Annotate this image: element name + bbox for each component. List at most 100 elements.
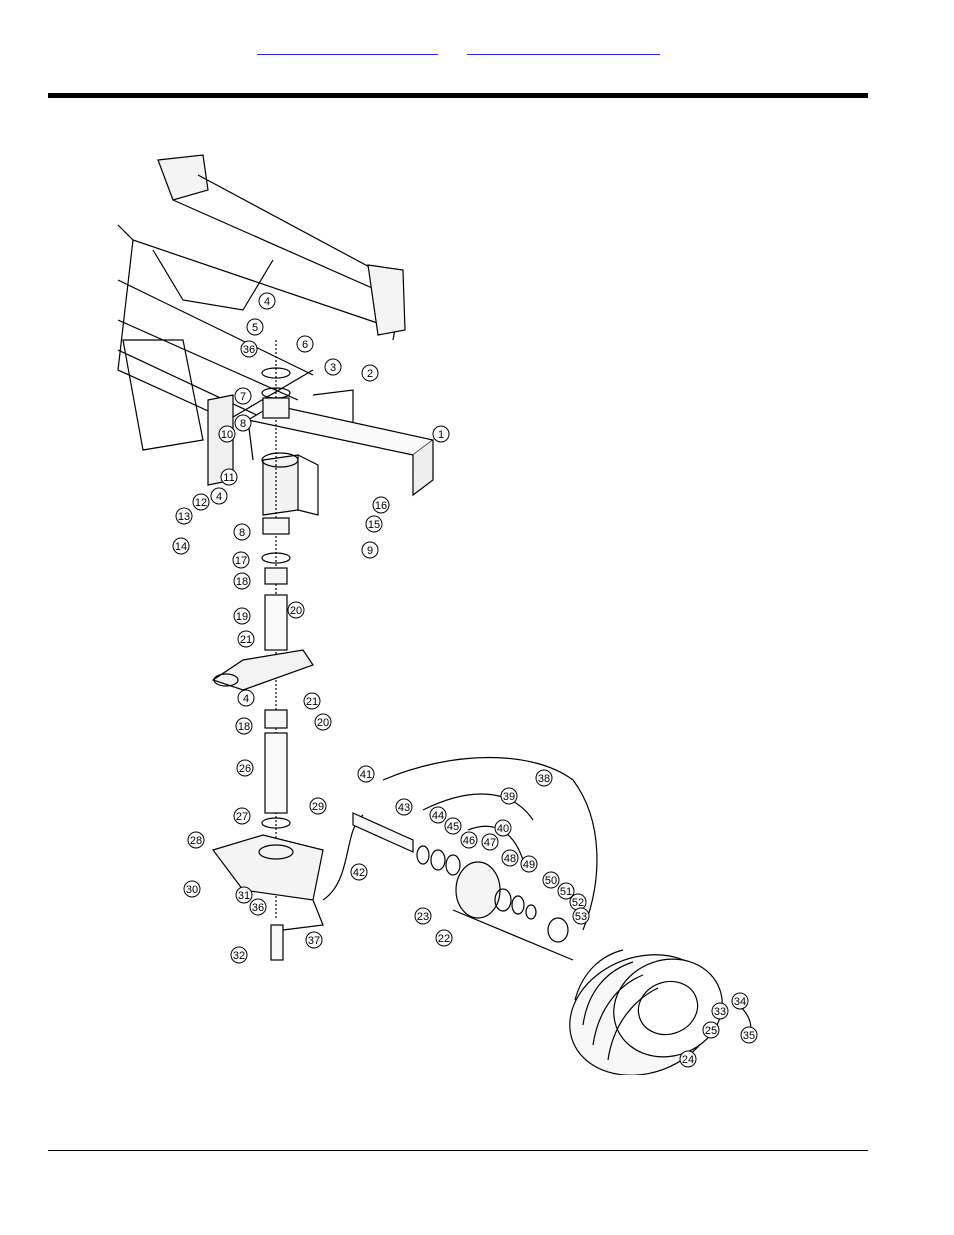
callout-18-top: 18 bbox=[233, 572, 251, 590]
callout-label: 4 bbox=[264, 296, 270, 308]
header-rule bbox=[48, 93, 868, 98]
callout-2: 2 bbox=[361, 364, 379, 382]
callout-label: 40 bbox=[497, 823, 509, 835]
callout-label: 53 bbox=[575, 911, 587, 923]
callout-label: 13 bbox=[178, 511, 190, 523]
callout-45: 45 bbox=[444, 817, 462, 835]
callout-47: 47 bbox=[481, 833, 499, 851]
callout-label: 51 bbox=[560, 886, 572, 898]
callout-27: 27 bbox=[233, 807, 251, 825]
callout-6: 6 bbox=[296, 335, 314, 353]
callout-44: 44 bbox=[429, 806, 447, 824]
callout-label: 30 bbox=[186, 884, 198, 896]
callout-label: 33 bbox=[714, 1006, 726, 1018]
callout-label: 18 bbox=[238, 721, 250, 733]
callout-label: 9 bbox=[367, 545, 373, 557]
callout-12: 12 bbox=[192, 493, 210, 511]
callout-36-low: 36 bbox=[249, 898, 267, 916]
callout-label: 17 bbox=[235, 555, 247, 567]
callout-33: 33 bbox=[711, 1002, 729, 1020]
callout-label: 8 bbox=[240, 418, 246, 430]
frame-assembly bbox=[117, 154, 435, 516]
callout-43: 43 bbox=[395, 798, 413, 816]
callout-30: 30 bbox=[183, 880, 201, 898]
callout-label: 48 bbox=[504, 853, 516, 865]
callout-46: 46 bbox=[460, 831, 478, 849]
callout-4-mid: 4 bbox=[210, 487, 228, 505]
callout-label: 5 bbox=[252, 322, 258, 334]
callout-5: 5 bbox=[246, 318, 264, 336]
callout-51: 51 bbox=[557, 882, 575, 900]
callout-label: 29 bbox=[312, 801, 324, 813]
callout-8-lower: 8 bbox=[233, 523, 251, 541]
callout-label: 36 bbox=[243, 344, 255, 356]
callout-label: 45 bbox=[447, 821, 459, 833]
callout-3: 3 bbox=[324, 358, 342, 376]
callout-label: 15 bbox=[368, 519, 380, 531]
spindle-stack bbox=[211, 340, 364, 961]
callout-38: 38 bbox=[535, 769, 553, 787]
parts-diagram: 1 2 3 4 5 6 36 7 8 10 11 4 12 13 14 8 16… bbox=[113, 140, 765, 1075]
callout-label: 50 bbox=[545, 875, 557, 887]
callout-label: 20 bbox=[317, 717, 329, 729]
callout-11: 11 bbox=[220, 468, 238, 486]
callout-42: 42 bbox=[350, 863, 368, 881]
callout-label: 28 bbox=[190, 835, 202, 847]
callout-label: 14 bbox=[175, 541, 187, 553]
hub-and-wheel bbox=[352, 757, 752, 1075]
callout-label: 39 bbox=[503, 791, 515, 803]
callout-34: 34 bbox=[731, 992, 749, 1010]
exploded-view-drawing: 1 2 3 4 5 6 36 7 8 10 11 4 12 13 14 8 16… bbox=[117, 154, 758, 1075]
callout-label: 27 bbox=[236, 811, 248, 823]
callout-32: 32 bbox=[230, 946, 248, 964]
callout-label: 36 bbox=[252, 902, 264, 914]
callout-label: 35 bbox=[743, 1030, 755, 1042]
callout-37: 37 bbox=[305, 931, 323, 949]
callout-8-top: 8 bbox=[234, 414, 252, 432]
callout-label: 24 bbox=[682, 1054, 694, 1066]
header-link-1[interactable] bbox=[257, 40, 438, 55]
callout-label: 46 bbox=[463, 835, 475, 847]
callout-label: 20 bbox=[290, 605, 302, 617]
callout-52: 52 bbox=[569, 893, 587, 911]
callout-36-top: 36 bbox=[240, 340, 258, 358]
callout-13: 13 bbox=[175, 507, 193, 525]
callout-1: 1 bbox=[432, 425, 450, 443]
callout-label: 25 bbox=[705, 1025, 717, 1037]
callout-17: 17 bbox=[232, 551, 250, 569]
callout-label: 3 bbox=[330, 362, 336, 374]
callout-label: 41 bbox=[360, 769, 372, 781]
callout-label: 32 bbox=[233, 950, 245, 962]
callout-31: 31 bbox=[235, 886, 253, 904]
callout-label: 22 bbox=[438, 933, 450, 945]
footer-rule bbox=[48, 1150, 868, 1151]
callout-label: 4 bbox=[216, 491, 222, 503]
callout-21-low: 21 bbox=[303, 692, 321, 710]
callout-19: 19 bbox=[233, 607, 251, 625]
callout-label: 12 bbox=[195, 497, 207, 509]
callout-label: 4 bbox=[243, 693, 249, 705]
callout-label: 49 bbox=[523, 859, 535, 871]
callout-39: 39 bbox=[500, 787, 518, 805]
callout-label: 2 bbox=[367, 368, 373, 380]
callout-20-top: 20 bbox=[287, 601, 305, 619]
callout-label: 11 bbox=[223, 472, 234, 484]
callout-label: 16 bbox=[375, 500, 387, 512]
callout-18-low: 18 bbox=[235, 717, 253, 735]
callout-16: 16 bbox=[372, 496, 390, 514]
callout-label: 38 bbox=[538, 773, 550, 785]
callout-label: 26 bbox=[239, 763, 251, 775]
callout-24: 24 bbox=[679, 1050, 697, 1068]
callout-20-low: 20 bbox=[314, 713, 332, 731]
header-links bbox=[0, 40, 954, 60]
callout-label: 18 bbox=[236, 576, 248, 588]
callout-35: 35 bbox=[740, 1026, 758, 1044]
callout-label: 42 bbox=[353, 867, 365, 879]
callout-29: 29 bbox=[309, 797, 327, 815]
callout-22: 22 bbox=[435, 929, 453, 947]
callout-9: 9 bbox=[361, 541, 379, 559]
callout-label: 1 bbox=[438, 429, 444, 441]
callout-label: 19 bbox=[236, 611, 248, 623]
header-link-2[interactable] bbox=[467, 40, 660, 55]
callout-15: 15 bbox=[365, 515, 383, 533]
